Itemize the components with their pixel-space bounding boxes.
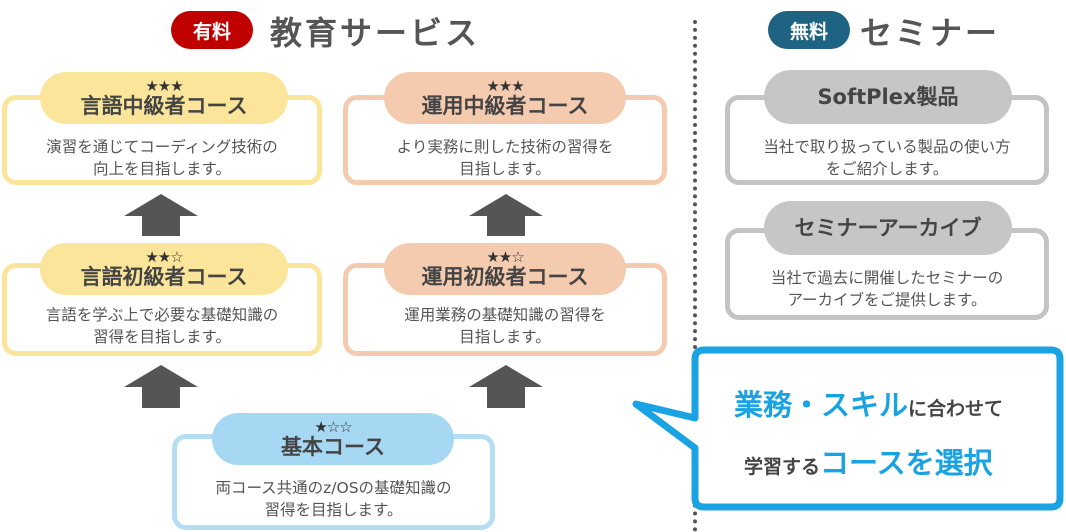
- course-title-lang-basic[interactable]: ★★☆ 言語初級者コース: [40, 243, 288, 295]
- course-desc-line: 向上を目指します。: [93, 160, 231, 178]
- course-desc-line: 言語を学ぶ上で必要な基礎知識の: [45, 306, 279, 324]
- course-desc-line: 習得を目指します。: [264, 501, 403, 519]
- callout-text: 学習する: [744, 456, 821, 478]
- up-arrow-icon: [124, 194, 198, 236]
- course-title-ops-mid[interactable]: ★★★ 運用中級者コース: [384, 72, 626, 124]
- paid-tag: 有料: [171, 11, 253, 49]
- seminar-desc-line: をご紹介します。: [825, 160, 949, 178]
- seminar-title-archive[interactable]: セミナーアーカイブ: [764, 201, 1012, 255]
- course-name: 運用中級者コース: [421, 94, 589, 118]
- callout-bubble: [632, 346, 1064, 511]
- seminar-desc-line: 当社で取り扱っている製品の使い方: [763, 138, 1011, 156]
- seminar-desc-line: 当社で過去に開催したセミナーの: [770, 269, 1004, 287]
- paid-section-title: 教育サービス: [270, 14, 481, 52]
- up-arrow-icon: [124, 365, 198, 408]
- star-rating: ★★☆: [486, 248, 524, 266]
- course-name: 運用初級者コース: [421, 265, 589, 289]
- seminar-title-products[interactable]: SoftPlex製品: [764, 70, 1012, 124]
- callout-highlight: 業務・スキル: [734, 388, 909, 422]
- course-title-basic[interactable]: ★☆☆ 基本コース: [212, 413, 454, 465]
- callout-line-1: 業務・スキルに合わせて: [734, 382, 1003, 424]
- course-title-ops-basic[interactable]: ★★☆ 運用初級者コース: [384, 243, 626, 295]
- course-desc-line: 両コース共通のz/OSの基礎知識の: [215, 479, 452, 497]
- free-section-title: セミナー: [860, 14, 1001, 52]
- course-desc-line: 目指します。: [459, 160, 551, 178]
- course-name: 言語初級者コース: [80, 265, 248, 289]
- star-rating: ★★★: [145, 77, 183, 95]
- star-rating: ★★★: [486, 77, 524, 95]
- callout-highlight: コースを選択: [820, 446, 993, 480]
- star-rating: ★☆☆: [314, 418, 352, 436]
- course-title-lang-mid[interactable]: ★★★ 言語中級者コース: [40, 72, 288, 124]
- up-arrow-icon: [469, 365, 543, 408]
- free-tag: 無料: [768, 11, 850, 49]
- seminar-name: SoftPlex製品: [817, 85, 959, 109]
- star-rating: ★★☆: [145, 248, 183, 266]
- course-name: 言語中級者コース: [80, 94, 248, 118]
- seminar-desc-line: アーカイブをご提供します。: [787, 291, 987, 309]
- course-desc-line: 習得を目指します。: [93, 328, 231, 346]
- seminar-name: セミナーアーカイブ: [794, 216, 982, 240]
- course-desc-line: 目指します。: [459, 328, 551, 346]
- callout-line-2: 学習するコースを選択: [744, 440, 993, 482]
- callout-text: に合わせて: [908, 398, 1004, 420]
- course-desc-line: 演習を通じてコーディング技術の: [46, 138, 278, 156]
- course-name: 基本コース: [281, 435, 385, 459]
- course-desc-line: より実務に則した技術の習得を: [396, 138, 614, 156]
- section-divider: [693, 20, 697, 532]
- course-desc-line: 運用業務の基礎知識の習得を: [404, 306, 606, 324]
- up-arrow-icon: [469, 194, 543, 236]
